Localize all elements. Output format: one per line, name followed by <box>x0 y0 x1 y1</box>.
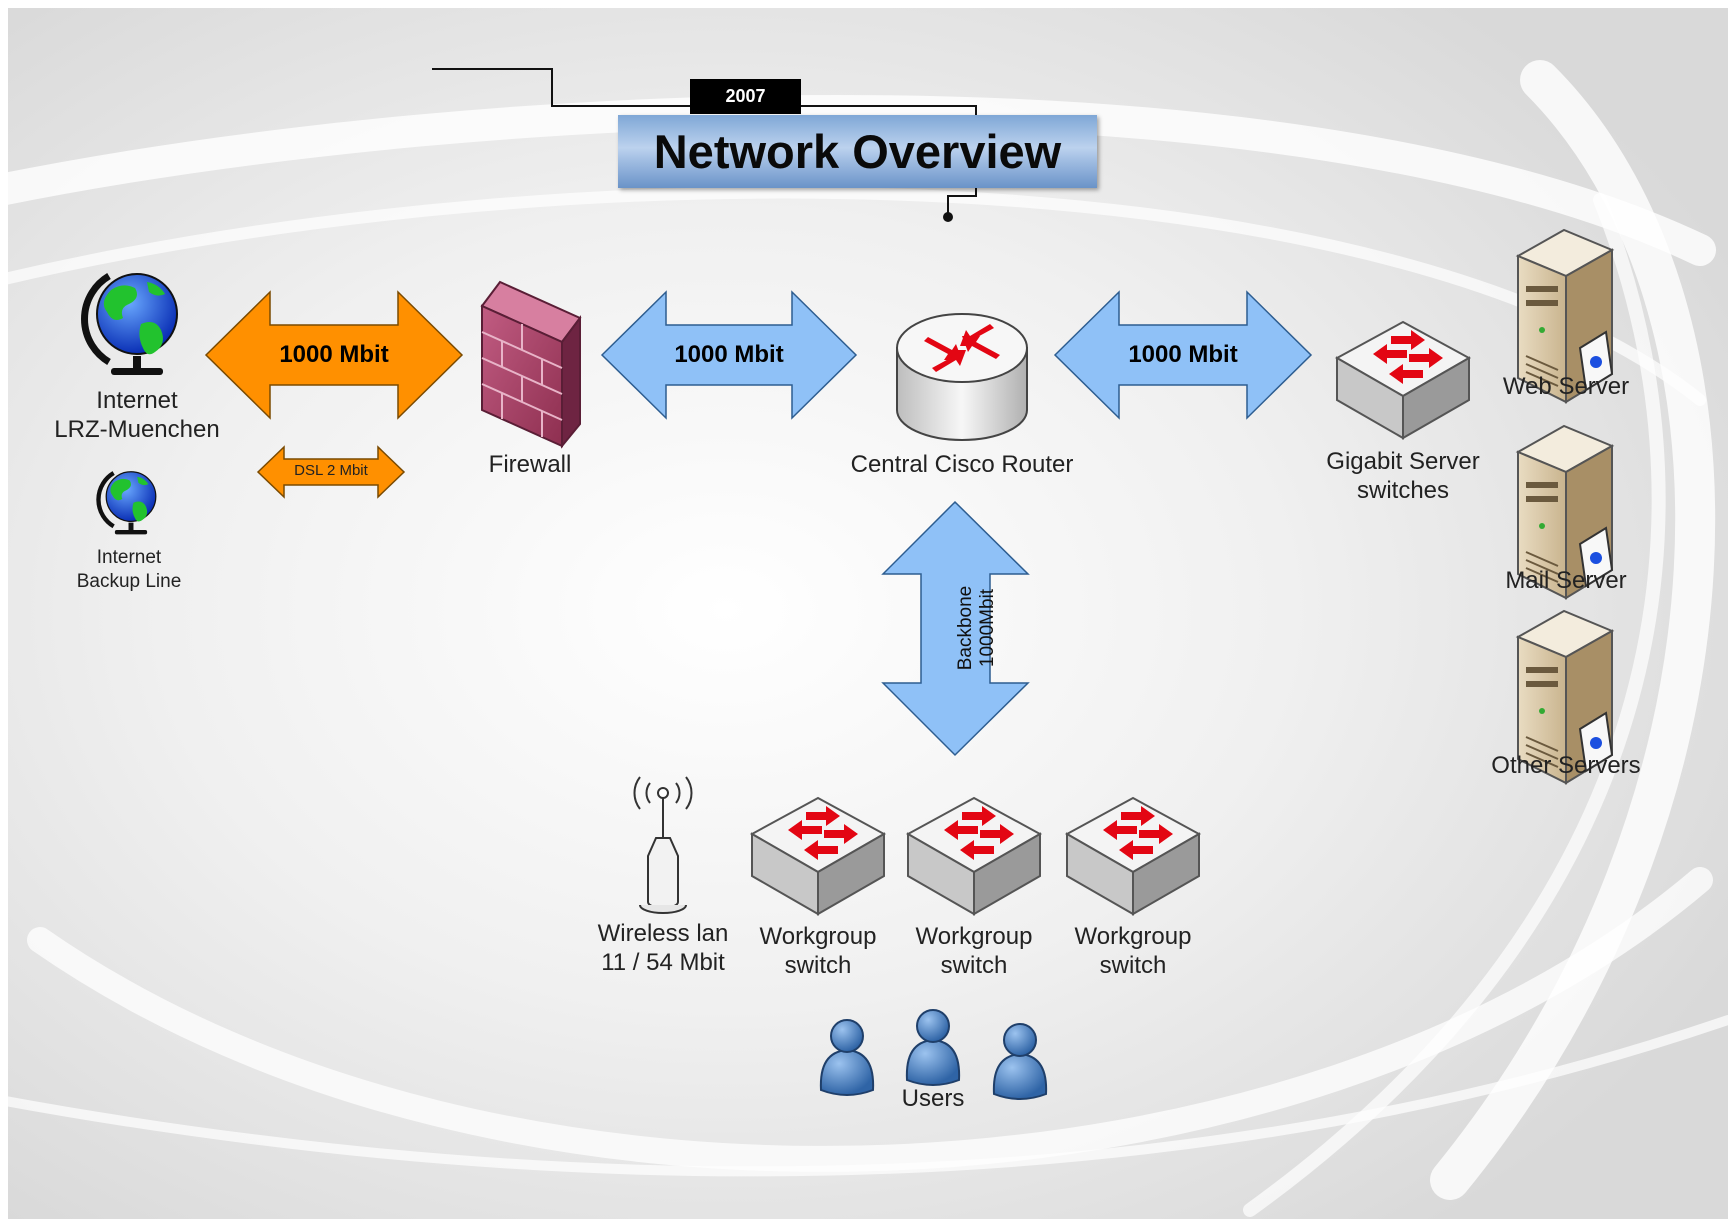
background-swoosh <box>0 60 1728 1217</box>
workgroup-switch-label-line2: switch <box>1099 952 1167 979</box>
firewall-router-link-arrow <box>600 290 858 420</box>
gigabit-switch-label-line2: switches <box>1356 477 1450 504</box>
workgroup-switch-label-line1: Workgroup <box>915 923 1033 950</box>
internet-firewall-link-label: 1000 Mbit <box>279 341 389 368</box>
dsl-backup-link-arrow <box>256 445 406 499</box>
gigabit-switch-label-line1: Gigabit Server <box>1326 448 1480 475</box>
backbone-label-line2: 1000Mbit <box>977 588 998 668</box>
title-connector-lines <box>432 68 977 215</box>
backbone-link-arrow <box>881 500 1030 757</box>
router-switch-link-label: 1000 Mbit <box>1128 341 1238 368</box>
year-badge: 2007 <box>690 79 801 114</box>
wireless-label-line1: Wireless lan <box>597 920 729 947</box>
users-label: Users <box>901 1085 965 1112</box>
firewall-icon <box>480 280 582 449</box>
wireless-antenna-icon <box>633 776 693 914</box>
firewall-label: Firewall <box>488 451 572 478</box>
workgroup-switch-label-line1: Workgroup <box>759 923 877 950</box>
workgroup-switch-label: Workgroup switch <box>894 922 1054 980</box>
router-label: Central Cisco Router <box>850 451 1074 478</box>
workgroup-switch-label: Workgroup switch <box>1053 922 1213 980</box>
workgroup-switch-label-line2: switch <box>784 952 852 979</box>
internet-firewall-link-arrow <box>204 290 464 420</box>
workgroup-switch-label: Workgroup switch <box>738 922 898 980</box>
internet-backup-label: Internet Backup Line <box>54 546 204 594</box>
internet-main-label: Internet LRZ-Muenchen <box>37 386 237 444</box>
firewall-router-link-label: 1000 Mbit <box>674 341 784 368</box>
router-icon <box>896 313 1028 441</box>
mail-server-label: Mail Server <box>1505 567 1627 594</box>
workgroup-switch-label-line2: switch <box>940 952 1008 979</box>
router-switch-link-arrow <box>1053 290 1313 420</box>
workgroup-switch-label-line1: Workgroup <box>1074 923 1192 950</box>
backbone-label-line1: Backbone <box>955 585 976 671</box>
connector-dot <box>943 212 953 222</box>
internet-backup-label-line1: Internet <box>96 547 162 568</box>
gigabit-switch-label: Gigabit Server switches <box>1303 447 1503 505</box>
wireless-label-line2: 11 / 54 Mbit <box>601 949 725 976</box>
internet-backup-label-line2: Backup Line <box>76 571 182 592</box>
dsl-backup-link-label: DSL 2 Mbit <box>294 462 368 479</box>
web-server-label: Web Server <box>1502 373 1630 400</box>
other-servers-label: Other Servers <box>1491 752 1641 779</box>
internet-main-label-line1: Internet <box>96 387 178 414</box>
page-title: Network Overview <box>618 115 1097 188</box>
wireless-label: Wireless lan 11 / 54 Mbit <box>582 919 744 977</box>
internet-main-label-line2: LRZ-Muenchen <box>54 416 220 443</box>
